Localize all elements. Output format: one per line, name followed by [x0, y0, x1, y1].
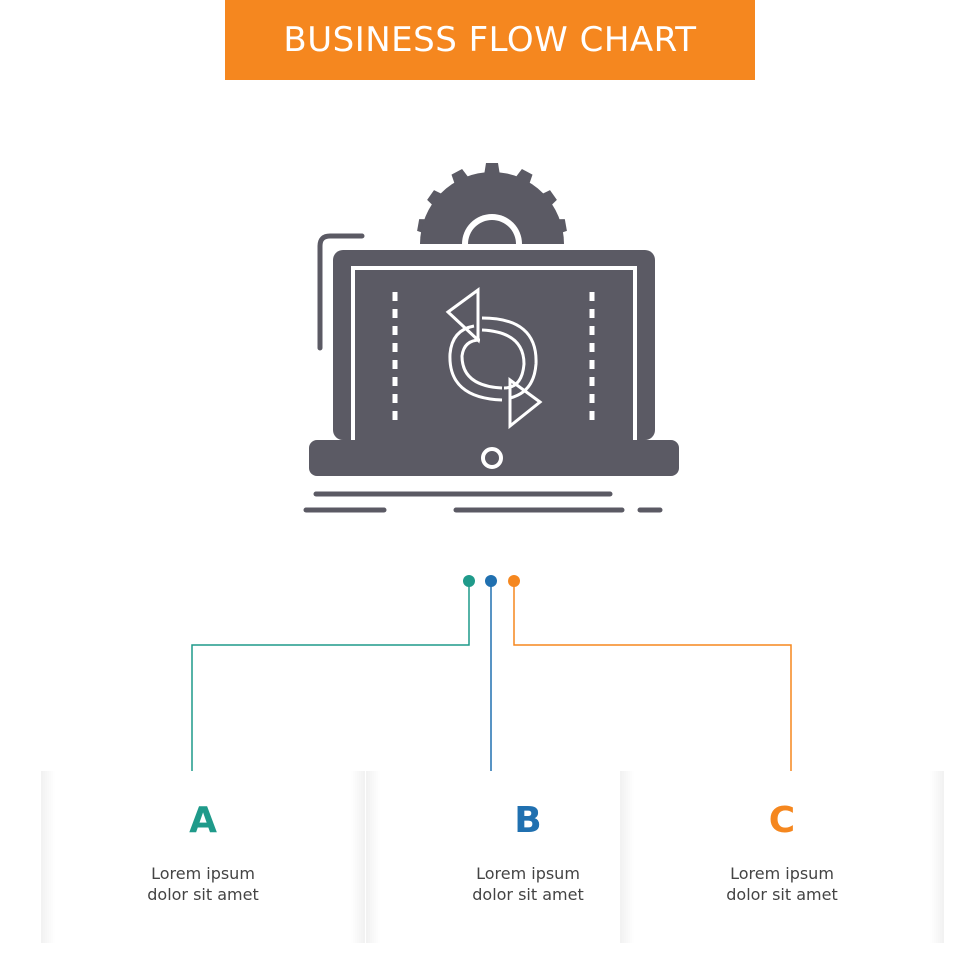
step-text-a-line2: dolor sit amet: [147, 885, 259, 904]
step-card-a: A Lorem ipsum dolor sit amet: [41, 771, 365, 943]
step-text-a: Lorem ipsum dolor sit amet: [41, 863, 365, 905]
title-banner: BUSINESS FLOW CHART: [225, 0, 755, 80]
step-text-a-line1: Lorem ipsum: [151, 864, 255, 883]
dot-b: [485, 575, 497, 587]
connector-a: [191, 581, 470, 782]
laptop-sync-gear-icon: [303, 163, 679, 513]
flow-connectors: [191, 575, 792, 782]
gear-icon: [417, 163, 567, 244]
step-text-b-line1: Lorem ipsum: [476, 864, 580, 883]
page-title: BUSINESS FLOW CHART: [283, 20, 697, 60]
sync-icon: [445, 287, 543, 430]
step-text-b-line2: dolor sit amet: [472, 885, 584, 904]
step-text-c-line2: dolor sit amet: [726, 885, 838, 904]
step-text-c: Lorem ipsum dolor sit amet: [620, 863, 944, 905]
step-letter-a: A: [189, 800, 217, 841]
step-letter-b: B: [514, 800, 542, 841]
step-letter-c: C: [768, 800, 796, 841]
step-text-b: Lorem ipsum dolor sit amet: [366, 863, 690, 905]
connector-c: [513, 581, 792, 782]
step-text-c-line1: Lorem ipsum: [730, 864, 834, 883]
dot-a: [463, 575, 475, 587]
dot-c: [508, 575, 520, 587]
step-card-c: C Lorem ipsum dolor sit amet: [620, 771, 944, 943]
